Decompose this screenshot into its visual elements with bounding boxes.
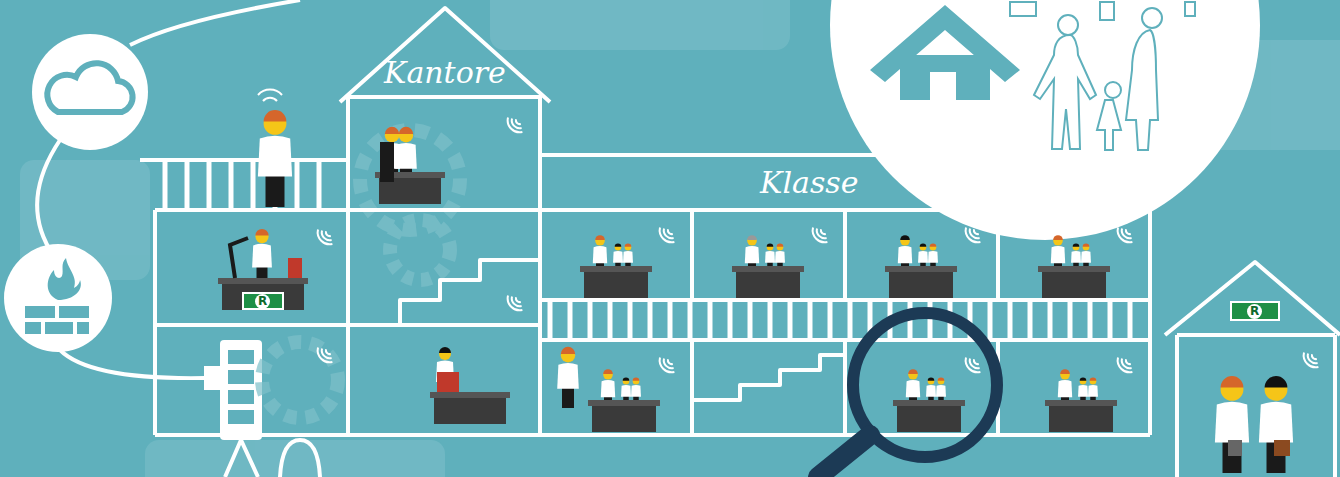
rail-post [1068,300,1073,340]
rail-post [668,300,673,340]
desk [732,266,804,298]
rail-post [848,300,853,340]
wifi-mark [668,229,673,234]
wifi-mark [664,228,674,238]
desk-lamp [230,238,248,278]
wifi-mark [258,90,282,101]
rail-post [588,300,593,340]
rail-post [1028,300,1033,340]
rail-post [1108,300,1113,340]
rail-post [1048,300,1053,340]
rail-post [568,300,573,340]
wifi-mark [318,348,333,363]
wifi-mark [512,118,522,128]
desk [1038,266,1110,298]
person-figure [1215,376,1249,473]
desk [1045,400,1117,432]
wifi-mark [817,228,827,238]
rail-post [768,300,773,340]
currency-mark: R [255,294,270,309]
wifi-mark [970,228,980,238]
rail-post [688,300,693,340]
wifi-mark [966,228,981,243]
wifi-mark [974,229,979,234]
wifi-mark [516,297,521,302]
rail-post [1008,300,1013,340]
files [437,372,459,392]
wifi-mark [322,230,332,240]
desk [893,400,965,432]
person-figure [258,110,292,207]
wifi-mark [512,296,522,306]
desk [580,266,652,298]
rail-post [928,300,933,340]
wifi-mark [1118,358,1133,373]
rail-post [229,160,234,210]
wifi-mark [668,359,673,364]
rail-post [295,160,300,210]
rail-post [988,300,993,340]
wifi-mark [664,358,674,368]
wifi-mark [1126,229,1131,234]
wifi-mark [1308,353,1318,363]
rail-post [317,160,322,210]
desk [218,278,308,310]
rail-post [748,300,753,340]
wifi-mark [508,296,523,311]
section-title: Klasse [760,168,858,198]
wifi-mark [966,358,981,373]
wifi-mark [1118,228,1133,243]
briefcase [1274,440,1290,456]
wifi-mark [322,348,332,358]
section-title: Kantore [384,58,506,88]
wifi-mark [974,359,979,364]
currency-mark: R [1247,304,1262,319]
rail-post [728,300,733,340]
wifi-mark [326,231,331,236]
briefcase [1228,440,1242,456]
wifi-mark [1126,359,1131,364]
wifi-mark [1312,354,1317,359]
rail-post [1088,300,1093,340]
wifi-mark [821,229,826,234]
rail-post [708,300,713,340]
person-figure [557,347,579,408]
rail-post [1128,300,1133,340]
person-figure [1259,376,1293,473]
wifi-mark [1122,228,1132,238]
wifi-mark [813,228,828,243]
rail-post [608,300,613,340]
wifi-mark [326,349,331,354]
wifi-mark [970,358,980,368]
desk [885,266,957,298]
rail-post [828,300,833,340]
wifi-mark [1304,353,1319,368]
wifi-mark [318,230,333,245]
rail-post [185,160,190,210]
rail-post [207,160,212,210]
wifi-mark [1122,358,1132,368]
rail-post [548,300,553,340]
rail-post [788,300,793,340]
desk [588,400,660,432]
rail-post [163,160,168,210]
office-chair [380,142,394,182]
binders [288,258,302,278]
wifi-mark [516,119,521,124]
rail-post [628,300,633,340]
rail-post [648,300,653,340]
wifi-mark [660,228,675,243]
rail-post [808,300,813,340]
person-figure [252,229,272,285]
rail-post [251,160,256,210]
wifi-mark [508,118,523,133]
wifi-mark [660,358,675,373]
desk [430,392,510,424]
